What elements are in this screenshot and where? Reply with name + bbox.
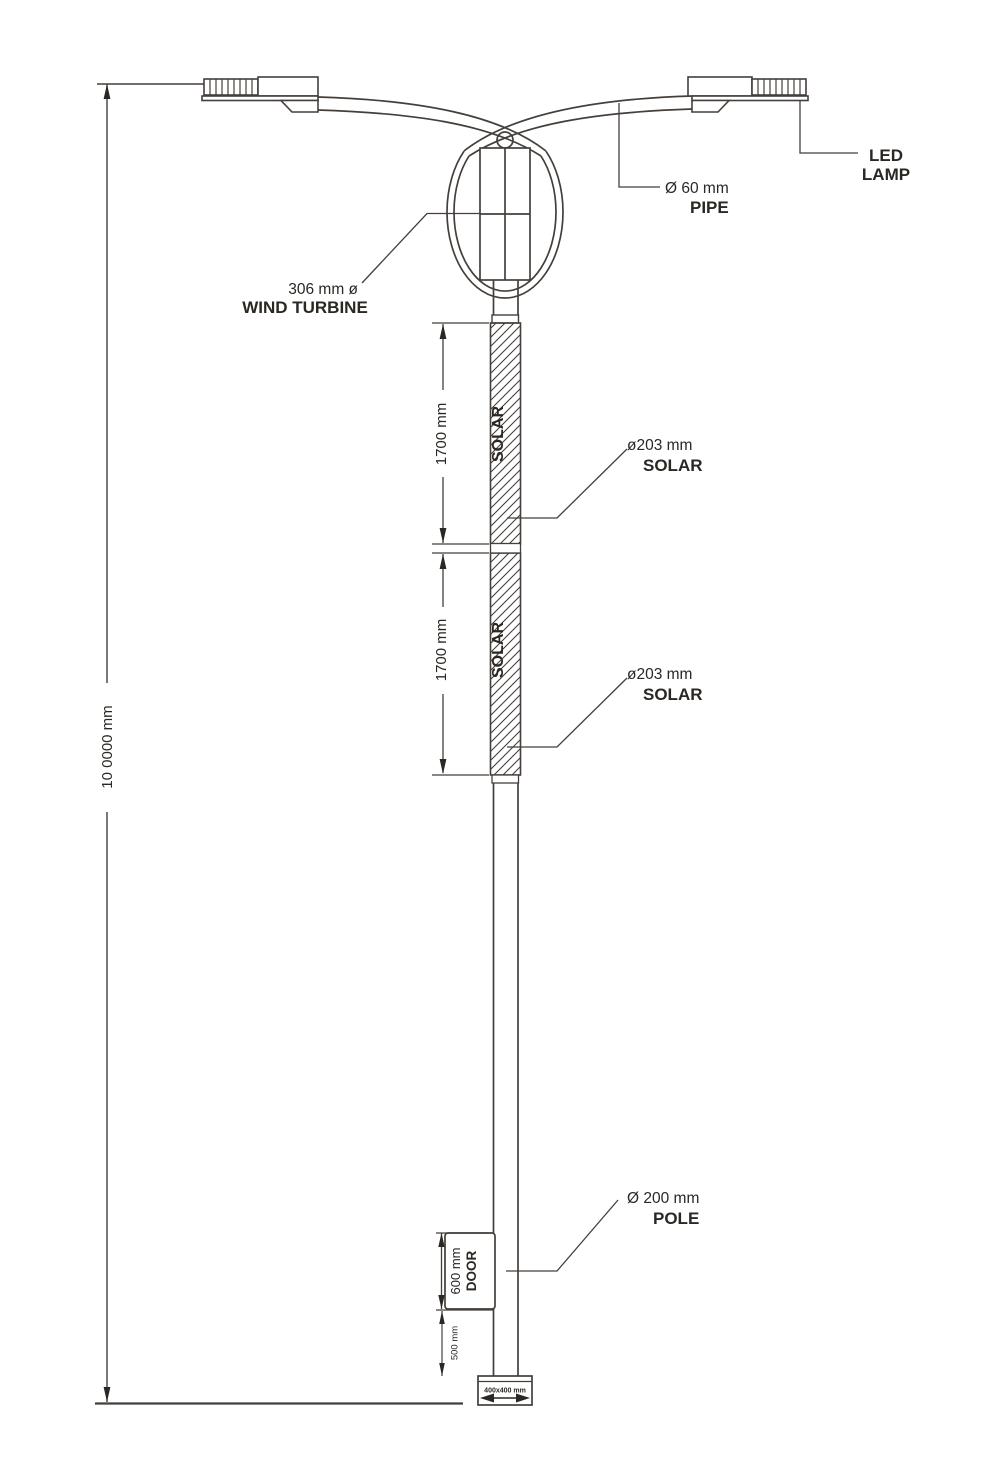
pipe-leader bbox=[618, 103, 660, 188]
solar-panel-lower bbox=[489, 552, 522, 776]
overall-height-dimension bbox=[97, 83, 204, 1402]
door-length-label: 600 mm bbox=[448, 1248, 463, 1295]
arrowhead-up-icon bbox=[439, 554, 447, 569]
base-offset-dimension-label: 500 mm bbox=[450, 1326, 461, 1360]
arrowhead-down-icon bbox=[103, 1387, 111, 1402]
arrowhead-up-icon bbox=[103, 84, 111, 99]
pipe-name-label: PIPE bbox=[690, 198, 729, 217]
arrowhead-down-icon bbox=[439, 1363, 445, 1376]
callout-leaders bbox=[361, 100, 858, 1272]
arrowhead-right-icon bbox=[516, 1393, 530, 1403]
base-plate: 400x400 mm bbox=[477, 1375, 533, 1406]
arrowhead-up-icon bbox=[438, 1233, 445, 1247]
solar-joint-band bbox=[489, 542, 522, 554]
led-lamp-leader bbox=[799, 100, 858, 154]
arrowhead-down-icon bbox=[439, 759, 447, 774]
overall-height-dimension-label: 10 0000 mm bbox=[99, 705, 116, 788]
led-lamp-label-line1: LED bbox=[869, 146, 903, 165]
solar-lower-callout-name-label: SOLAR bbox=[643, 685, 703, 704]
door-name-label: DOOR bbox=[464, 1250, 479, 1291]
right-led-lamp bbox=[687, 76, 809, 113]
base-plate-size-label: 400x400 mm bbox=[484, 1388, 526, 1395]
arrowhead-left-icon bbox=[480, 1393, 494, 1403]
arrowhead-down-icon bbox=[439, 528, 447, 543]
arrowhead-up-icon bbox=[439, 324, 447, 339]
left-arm bbox=[317, 96, 547, 152]
wind-turbine bbox=[479, 131, 531, 324]
pole-diameter-label: Ø 200 mm bbox=[627, 1190, 699, 1207]
solar-lower-length-label: 1700 mm bbox=[433, 619, 450, 682]
solar-pole-column bbox=[489, 322, 522, 1376]
arrowhead-up-icon bbox=[439, 1311, 445, 1324]
solar-lower-leader bbox=[507, 677, 628, 748]
solar-lower-name-label: SOLAR bbox=[490, 622, 507, 678]
solar-upper-diameter-label: ø203 mm bbox=[627, 437, 692, 454]
pole-joint-band bbox=[491, 774, 520, 784]
wind-turbine-name-label: WIND TURBINE bbox=[242, 298, 368, 317]
solar-upper-callout-name-label: SOLAR bbox=[643, 456, 703, 475]
right-arm bbox=[468, 108, 693, 157]
lamp-arms bbox=[317, 95, 693, 157]
solar-upper-name-label: SOLAR bbox=[490, 406, 507, 462]
arrowhead-down-icon bbox=[438, 1295, 445, 1309]
pole-name-label: POLE bbox=[653, 1209, 699, 1228]
led-lamp-label-line2: LAMP bbox=[862, 165, 910, 184]
left-led-lamp bbox=[201, 76, 319, 113]
right-arm bbox=[463, 95, 693, 152]
wind-turbine-leader bbox=[361, 212, 480, 284]
solar-upper-leader bbox=[507, 448, 628, 519]
pole-leader bbox=[506, 1199, 619, 1272]
solar-upper-length-label: 1700 mm bbox=[433, 403, 450, 466]
wind-turbine-ring bbox=[446, 150, 564, 299]
pipe-diameter-label: Ø 60 mm bbox=[665, 180, 729, 197]
wind-turbine-diameter-label: 306 mm ø bbox=[288, 281, 358, 298]
left-arm bbox=[317, 109, 542, 157]
solar-lower-diameter-label: ø203 mm bbox=[627, 666, 692, 683]
